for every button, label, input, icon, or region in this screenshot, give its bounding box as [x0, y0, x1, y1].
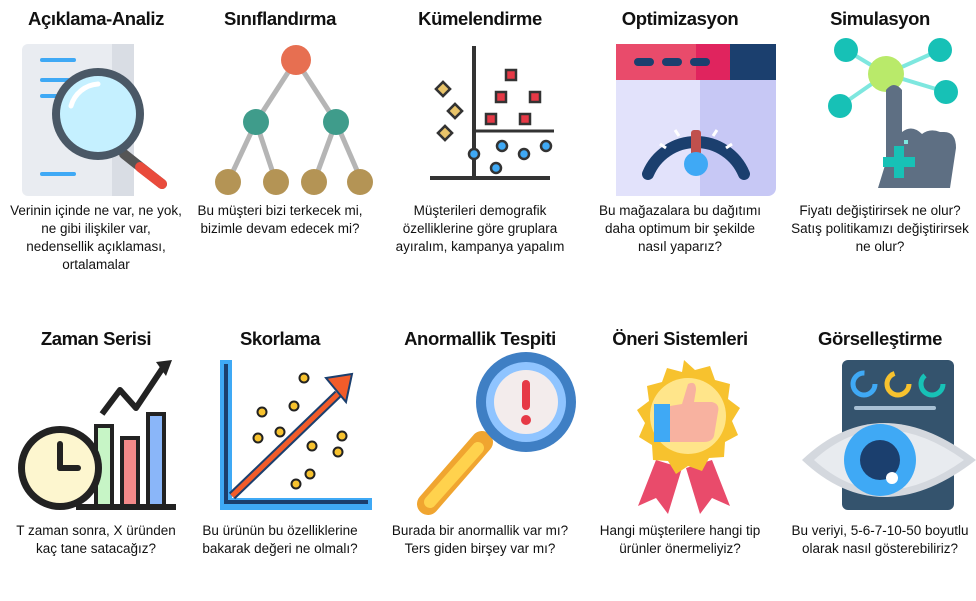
card-title: Simulasyon [830, 8, 930, 29]
card-title: Görselleştirme [818, 328, 942, 349]
card-optimizasyon: Optimizasyon [584, 6, 776, 256]
cluster-scatter-icon [400, 36, 560, 196]
card-title: Anormallik Tespiti [404, 328, 556, 349]
card-description: Bu ürünün bu özelliklerine bakarak değer… [202, 523, 358, 556]
speedometer-window-icon [600, 36, 776, 196]
thumbs-up-badge-icon [600, 356, 760, 516]
touch-network-icon [800, 36, 960, 196]
card-title: Sınıflandırma [224, 8, 336, 29]
card-kumelendirme: Kümelendirme [384, 6, 576, 256]
card-description: Bu veriyi, 5-6-7-10-50 boyutlu olarak na… [791, 523, 969, 556]
card-description: Fiyatı değiştirirsek ne olur? Satış poli… [791, 203, 969, 254]
card-simulasyon: Simulasyon Fiyatı değiştirirs [784, 6, 976, 256]
card-description: Hangi müşterilere hangi tip ürünler öner… [599, 523, 761, 556]
card-aciklama-analiz: Açıklama-Analiz Verinin içinde ne var, n… [0, 6, 192, 274]
card-title: Zaman Serisi [40, 328, 152, 349]
card-description: Bu müşteri bizi terkecek mi, bizimle dev… [197, 203, 363, 236]
card-skorlama: Skorlama [184, 326, 376, 558]
card-title: Optimizasyon [621, 8, 739, 29]
eye-dashboard-icon [800, 356, 976, 516]
clock-bar-chart-icon [16, 356, 176, 516]
magnifier-exclamation-icon [400, 352, 576, 516]
card-title: Öneri Sistemleri [612, 328, 748, 349]
card-description: Bu mağazalara bu dağıtımı daha optimum b… [598, 203, 762, 254]
magnifier-document-icon [16, 36, 176, 196]
scatter-trend-arrow-icon [200, 356, 372, 516]
card-zaman-serisi: Zaman Serisi T zaman sonra, X üründen ka… [0, 326, 192, 558]
card-description: Verinin içinde ne var, ne yok, ne gibi i… [10, 203, 182, 272]
card-gorsellestirme: Görselleştirme Bu veriyi, 5-6-7-10-50 bo… [784, 326, 976, 558]
card-title: Açıklama-Analiz [28, 8, 164, 29]
card-oneri-sistemleri: Öneri Sistemleri Hangi müşterilere hangi… [584, 326, 776, 558]
card-description: Müşterileri demografik özelliklerine gör… [395, 203, 565, 254]
card-description: T zaman sonra, X üründen kaç tane sataca… [16, 523, 176, 556]
tree-diagram-icon [200, 36, 373, 196]
card-siniflandirma: Sınıflandırma Bu müşteri [184, 6, 376, 238]
card-title: Skorlama [239, 328, 321, 349]
card-title: Kümelendirme [418, 8, 542, 29]
card-anormallik-tespiti: Anormallik Tespiti Burada bir anormallik… [384, 326, 576, 558]
card-description: Burada bir anormallik var mı? Ters giden… [391, 523, 569, 556]
